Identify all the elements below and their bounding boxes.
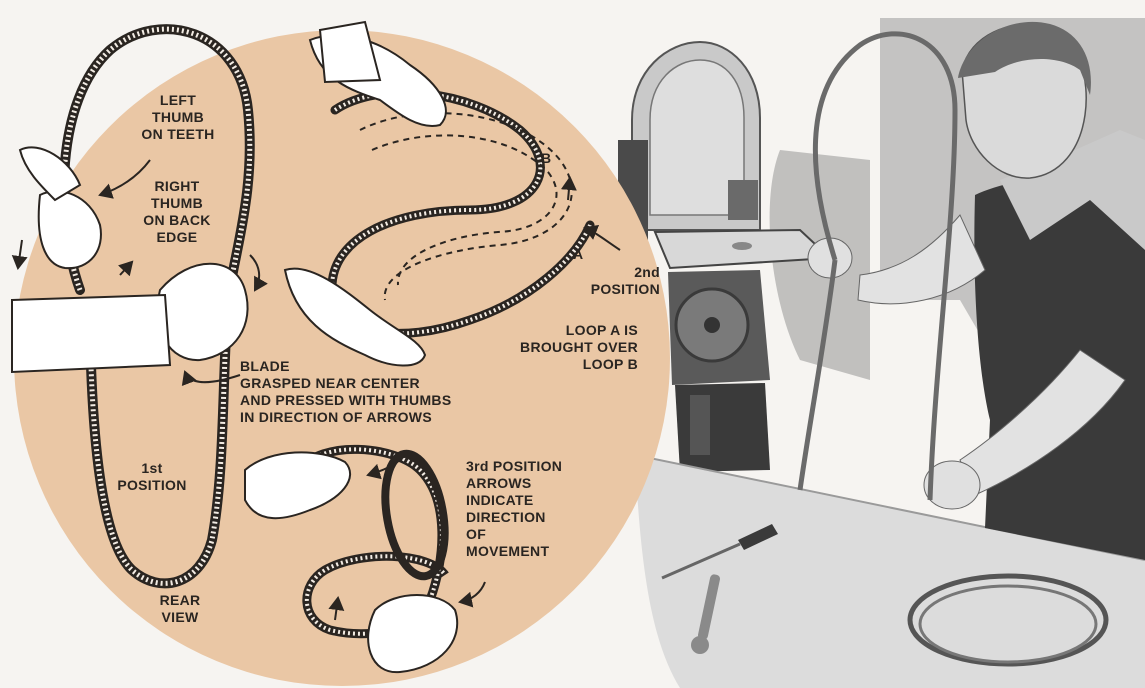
label-line: BLADE — [240, 358, 451, 375]
label-line: 3rd POSITION — [466, 458, 562, 475]
label-line: POSITION — [112, 477, 192, 494]
loop-b-marker: B — [541, 150, 551, 167]
loop-over-label: LOOP A IS BROUGHT OVER LOOP B — [498, 322, 638, 373]
rear-view-label: REAR VIEW — [150, 592, 210, 626]
label-line: BROUGHT OVER — [498, 339, 638, 356]
label-line: DIRECTION — [466, 509, 562, 526]
label-line: 1st — [112, 460, 192, 477]
loop-a-marker: A — [573, 246, 583, 263]
label-line: LOOP B — [498, 356, 638, 373]
right-thumb-label: RIGHT THUMB ON BACK EDGE — [132, 178, 222, 246]
label-line: ON BACK — [132, 212, 222, 229]
left-thumb-label: LEFT THUMB ON TEETH — [128, 92, 228, 143]
workshop-scene — [618, 18, 1145, 688]
label-line: GRASPED NEAR CENTER — [240, 375, 451, 392]
label-line: IN DIRECTION OF ARROWS — [240, 409, 451, 426]
label-line: REAR — [150, 592, 210, 609]
label-line: 2nd — [570, 264, 660, 281]
third-position-label: 3rd POSITION ARROWS INDICATE DIRECTION O… — [466, 458, 562, 560]
label-line: INDICATE — [466, 492, 562, 509]
label-line: RIGHT — [132, 178, 222, 195]
label-line: MOVEMENT — [466, 543, 562, 560]
label-line: OF — [466, 526, 562, 543]
label-line: THUMB — [132, 195, 222, 212]
first-position-label: 1st POSITION — [112, 460, 192, 494]
label-line: AND PRESSED WITH THUMBS — [240, 392, 451, 409]
label-line: EDGE — [132, 229, 222, 246]
label-line: POSITION — [570, 281, 660, 298]
blade-grasped-label: BLADE GRASPED NEAR CENTER AND PRESSED WI… — [240, 358, 451, 426]
label-line: THUMB — [128, 109, 228, 126]
label-line: LOOP A IS — [498, 322, 638, 339]
label-line: LEFT — [128, 92, 228, 109]
second-position-label: 2nd POSITION — [570, 264, 660, 298]
label-line: ARROWS — [466, 475, 562, 492]
label-line: VIEW — [150, 609, 210, 626]
label-line: ON TEETH — [128, 126, 228, 143]
